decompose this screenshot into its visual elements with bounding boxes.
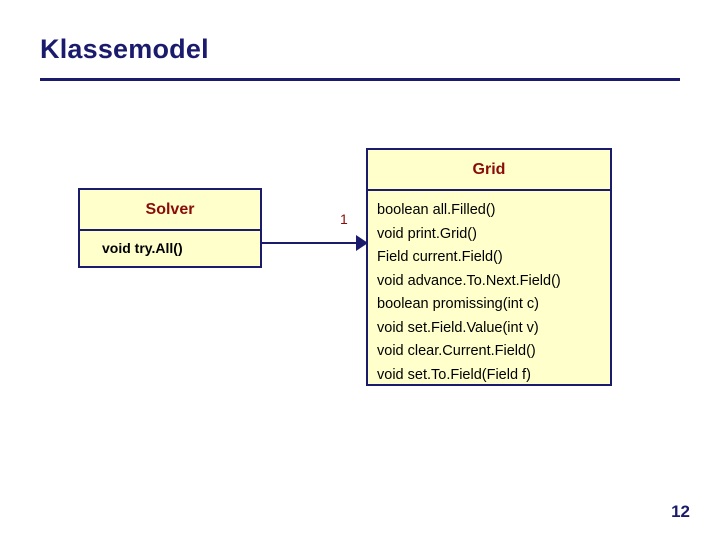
uml-class-grid: Grid boolean all.Filled() void print.Gri… [366, 148, 612, 386]
uml-member: void print.Grid() [377, 225, 477, 242]
uml-member: void set.Field.Value(int v) [377, 319, 539, 336]
uml-class-solver-name: Solver [145, 200, 195, 218]
title-divider [40, 78, 680, 81]
uml-class-grid-name: Grid [472, 160, 506, 178]
uml-member: void advance.To.Next.Field() [377, 272, 561, 289]
uml-member: boolean all.Filled() [377, 202, 496, 218]
uml-member: void clear.Current.Field() [377, 343, 536, 359]
association-multiplicity-label: 1 [340, 211, 348, 227]
association-line [262, 242, 366, 244]
uml-class-grid-header: Grid [368, 150, 610, 191]
uml-class-solver-members: void try.All() [80, 231, 260, 266]
association-arrowhead-icon [356, 235, 368, 251]
uml-class-grid-members: boolean all.Filled() void print.Grid() F… [368, 191, 610, 384]
uml-class-solver-header: Solver [80, 190, 260, 231]
uml-class-solver: Solver void try.All() [78, 188, 262, 268]
page-title: Klassemodel [40, 34, 209, 64]
uml-member: void set.To.Field(Field f) [377, 366, 531, 383]
uml-member: Field current.Field() [377, 249, 503, 265]
uml-member: void try.All() [102, 239, 183, 256]
uml-member: boolean promissing(int c) [377, 296, 539, 312]
page-number: 12 [671, 502, 690, 521]
